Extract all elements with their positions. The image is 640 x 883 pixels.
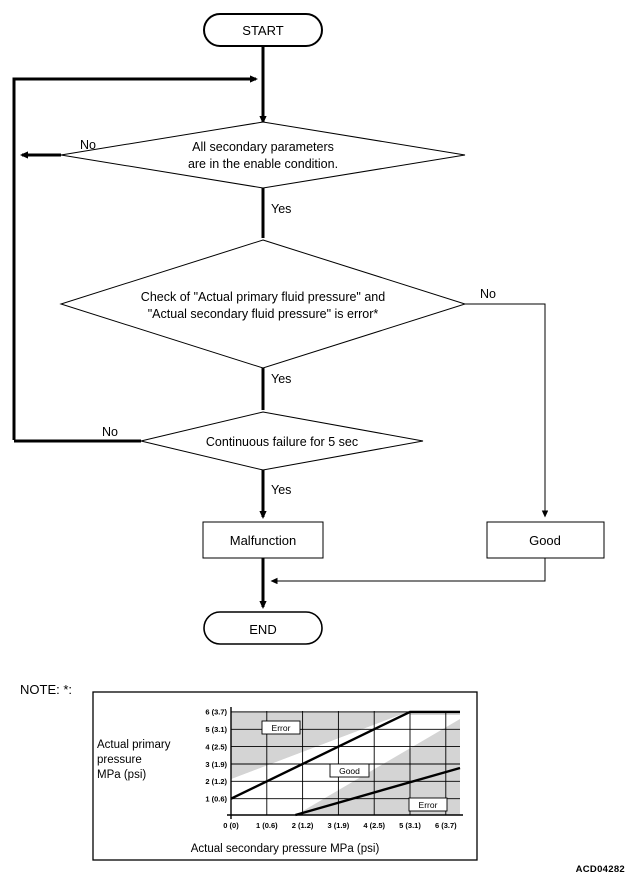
chart-annotation-error-upper-box — [261, 720, 301, 735]
chart-series-upper-boundary — [230, 710, 460, 800]
chart-annotation-error-lower: Error — [408, 797, 448, 812]
node-decision1: All secondary parameters are in the enab… — [60, 121, 466, 189]
decision1-line1: All secondary parameters — [192, 140, 334, 154]
chart-ytick-6: 6 (3.7) — [205, 708, 227, 717]
start-label: START — [242, 23, 283, 38]
chart-error-lower-region — [296, 719, 460, 815]
chart-xtick-5: 5 (3.1) — [399, 821, 421, 830]
chart-annotation-error-upper: Error — [261, 720, 301, 735]
node-start: START — [203, 13, 323, 47]
chart-ytick-5: 5 (3.1) — [205, 725, 227, 734]
figure-code: ACD04282 — [576, 864, 625, 875]
decision1-yes-label: Yes — [271, 202, 291, 216]
chart-annotation-error-lower-text: Error — [419, 800, 438, 810]
node-decision2: Check of "Actual primary fluid pressure"… — [59, 239, 467, 369]
chart-ylabel-line1: Actual primary — [97, 739, 171, 751]
malfunction-shape — [202, 521, 324, 559]
decision3-line1: Continuous failure for 5 sec — [206, 435, 358, 449]
decision2-line1: Check of "Actual primary fluid pressure"… — [141, 290, 385, 304]
decision1-shape — [60, 121, 466, 189]
decision2-shape — [59, 239, 467, 369]
chart-ytick-3: 3 (1.9) — [205, 760, 227, 769]
chart-series-lower-boundary — [295, 766, 461, 817]
good-shape — [486, 521, 605, 559]
chart-annotation-good-text: Good — [339, 766, 360, 776]
edge-decision2-no — [465, 303, 549, 518]
node-end: END — [203, 611, 323, 645]
chart-xtick-3: 3 (1.9) — [328, 821, 350, 830]
node-malfunction: Malfunction — [202, 521, 324, 559]
chart-xtick-2: 2 (1.2) — [292, 821, 314, 830]
chart-xtick-6: 6 (3.7) — [435, 821, 457, 830]
good-label: Good — [529, 533, 561, 548]
chart-annotation-error-lower-box — [408, 797, 448, 812]
chart-ytick-labels: 1 (0.6) 2 (1.2) 3 (1.9) 4 (2.5) 5 (3.1) … — [205, 708, 227, 804]
node-decision3: Continuous failure for 5 sec — [140, 411, 424, 471]
end-shape — [203, 611, 323, 645]
chart-xtick-1: 1 (0.6) — [256, 821, 278, 830]
chart-xlabel: Actual secondary pressure MPa (psi) — [191, 843, 380, 855]
chart-ylabel-line3: MPa (psi) — [97, 769, 146, 781]
decision2-no-label: No — [480, 287, 496, 301]
chart-annotation-good: Good — [329, 763, 370, 778]
decision1-no-label: No — [80, 138, 96, 152]
decision3-no-label: No — [102, 425, 118, 439]
decision2-yes-label: Yes — [271, 372, 291, 386]
chart-ytick-2: 2 (1.2) — [205, 777, 227, 786]
node-good: Good — [486, 521, 605, 559]
edge-good-to-end — [270, 558, 546, 585]
end-label: END — [249, 622, 276, 637]
decision1-line2: are in the enable condition. — [188, 157, 338, 171]
note-chart-panel: Actual primary pressure MPa (psi) — [92, 691, 478, 861]
chart-annotation-good-box — [329, 763, 370, 778]
note-label: NOTE: *: — [20, 682, 72, 697]
chart-xtick-4: 4 (2.5) — [363, 821, 385, 830]
edge-feedback-loop — [12, 75, 258, 440]
chart-ytick-1: 1 (0.6) — [205, 795, 227, 804]
decision2-line2: "Actual secondary fluid pressure" is err… — [148, 307, 379, 321]
chart-ylabel-line2: pressure — [97, 754, 142, 766]
chart-annotation-error-upper-text: Error — [272, 723, 291, 733]
chart-xtick-0: 0 (0) — [223, 821, 239, 830]
decision3-yes-label: Yes — [271, 483, 291, 497]
malfunction-label: Malfunction — [230, 533, 296, 548]
chart-xtick-labels: 0 (0) 1 (0.6) 2 (1.2) 3 (1.9) 4 (2.5) 5 … — [223, 821, 457, 830]
chart-ytick-4: 4 (2.5) — [205, 742, 227, 751]
